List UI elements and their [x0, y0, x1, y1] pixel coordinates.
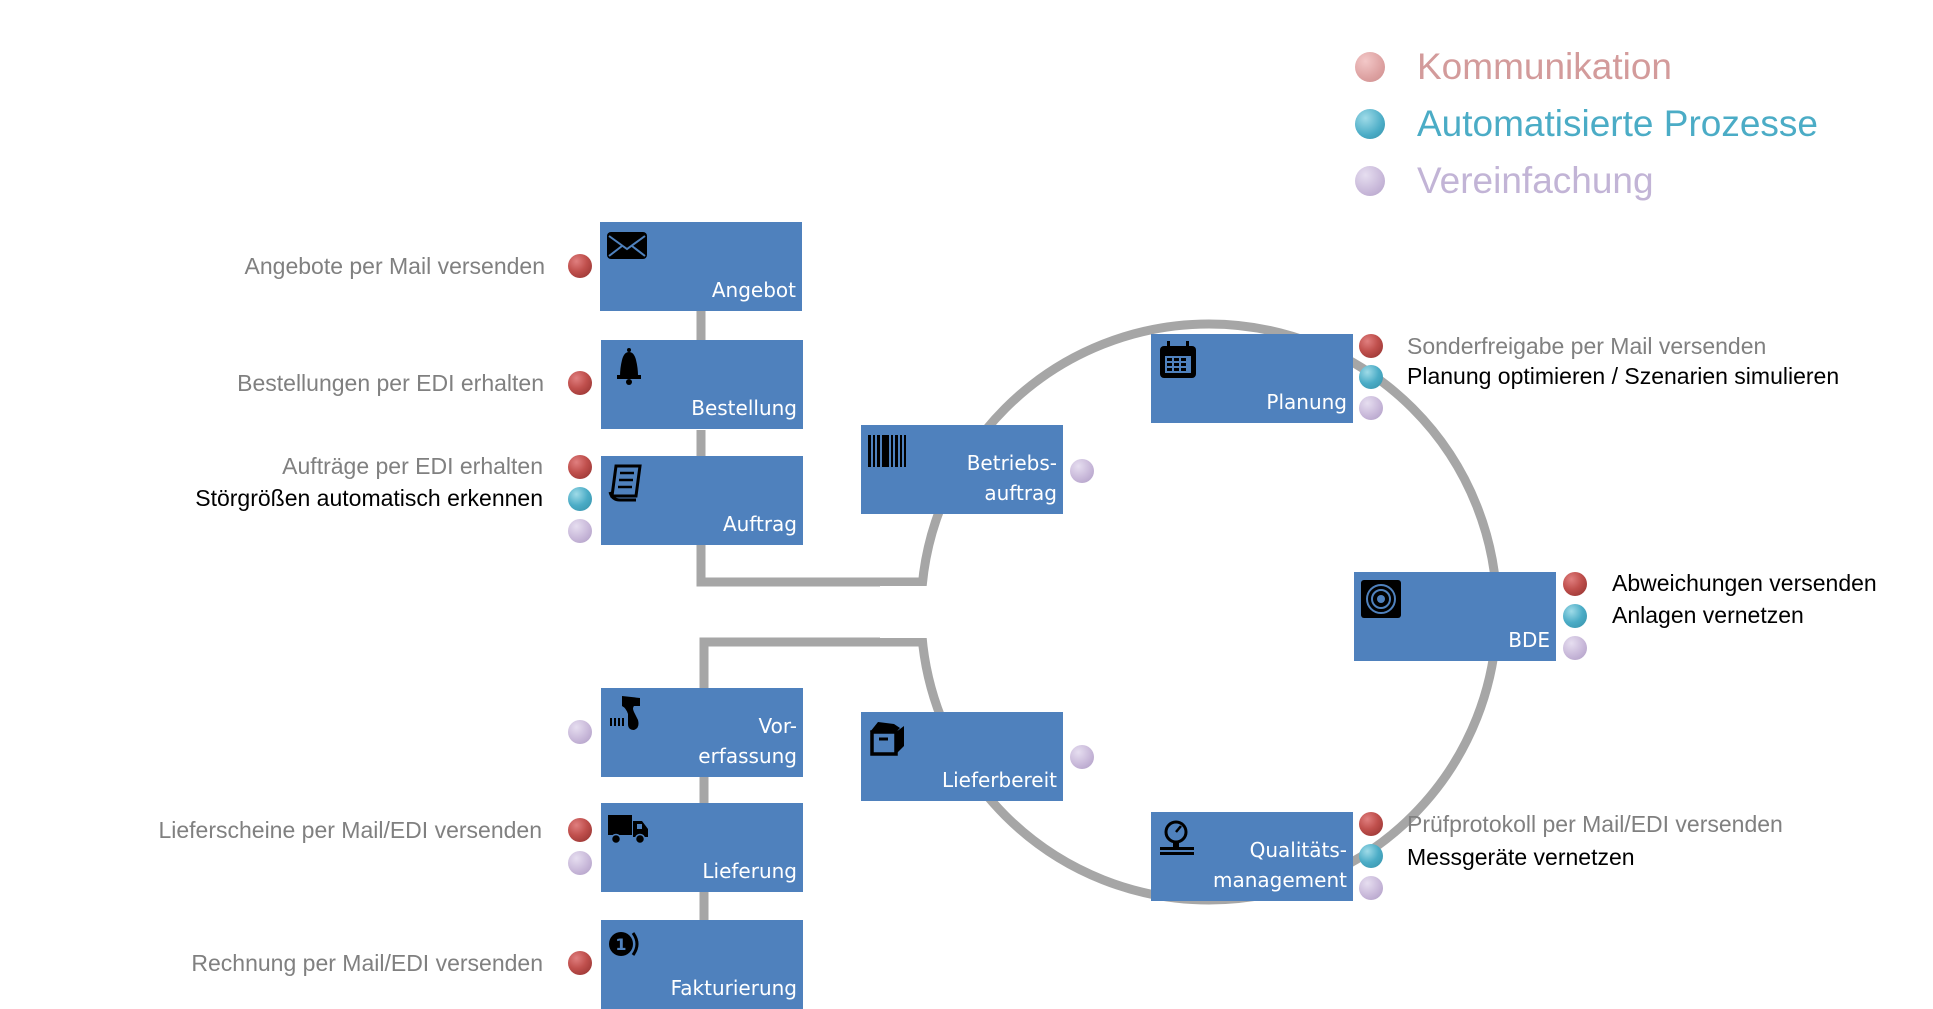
process-label: Auftrag: [722, 512, 797, 536]
calendar-icon: [1160, 341, 1196, 378]
note-text: Anlagen vernetzen: [1612, 602, 1804, 628]
note-text: Störgrößen automatisch erkennen: [195, 485, 543, 511]
dot-vereinfachung: [568, 851, 592, 875]
dot-vereinfachung: [1563, 636, 1587, 660]
legend-label-vereinfachung: Vereinfachung: [1417, 160, 1654, 201]
process-label: Bestellung: [691, 396, 797, 420]
dot-kommunikation: [568, 818, 592, 842]
legend-dot-automatisierung: [1355, 109, 1385, 139]
bell-icon: [617, 348, 641, 385]
dot-kommunikation: [568, 455, 592, 479]
process-box-auftrag[interactable]: Auftrag: [601, 456, 803, 545]
note-text: Prüfprotokoll per Mail/EDI versenden: [1407, 811, 1783, 837]
target-signal-icon: [1361, 580, 1401, 618]
legend-dot-kommunikation: [1355, 52, 1385, 82]
dot-kommunikation: [568, 951, 592, 975]
process-box-fakturierung[interactable]: 1 Fakturierung: [601, 920, 803, 1009]
dot-kommunikation: [568, 254, 592, 278]
note-text: Bestellungen per EDI erhalten: [237, 370, 544, 396]
envelope-icon: [607, 232, 647, 259]
process-label: Angebot: [711, 278, 796, 302]
process-label: Fakturierung: [670, 976, 797, 1000]
note-text: Aufträge per EDI erhalten: [282, 453, 543, 479]
process-label: Vor- erfassung: [698, 714, 797, 768]
barcode-scanner-icon: [610, 696, 640, 730]
process-box-qualitaetsmanagement[interactable]: Qualitäts- management: [1151, 812, 1353, 901]
process-box-bestellung[interactable]: Bestellung: [601, 340, 803, 429]
note-text: Angebote per Mail versenden: [244, 253, 545, 279]
barcode-icon: [868, 435, 906, 467]
dot-automatisierung: [1359, 844, 1383, 868]
dot-vereinfachung: [1359, 876, 1383, 900]
process-box-planung[interactable]: Planung: [1151, 334, 1353, 423]
dot-kommunikation: [568, 371, 592, 395]
process-box-lieferung[interactable]: Lieferung: [601, 803, 803, 892]
dot-automatisierung: [1563, 604, 1587, 628]
dot-kommunikation: [1359, 334, 1383, 358]
dot-vereinfachung: [1070, 745, 1094, 769]
dot-automatisierung: [1359, 365, 1383, 389]
note-text: Lieferscheine per Mail/EDI versenden: [158, 817, 542, 843]
process-box-lieferbereit[interactable]: Lieferbereit: [861, 712, 1063, 801]
note-text: Planung optimieren / Szenarien simuliere…: [1407, 363, 1840, 389]
truck-icon: [608, 815, 648, 845]
note-text: Abweichungen versenden: [1612, 570, 1877, 596]
gauge-icon: [1160, 820, 1194, 855]
note-text: Rechnung per Mail/EDI versenden: [191, 950, 543, 976]
box-icon: [870, 722, 904, 756]
process-box-betriebsauftrag[interactable]: Betriebs- auftrag: [861, 425, 1063, 514]
svg-text:1: 1: [615, 935, 626, 954]
dot-kommunikation: [1563, 572, 1587, 596]
dot-vereinfachung: [568, 720, 592, 744]
process-label: Qualitäts- management: [1213, 838, 1347, 892]
note-text: Messgeräte vernetzen: [1407, 844, 1635, 870]
dot-vereinfachung: [568, 519, 592, 543]
process-label: Lieferbereit: [941, 768, 1057, 792]
dot-kommunikation: [1359, 812, 1383, 836]
dot-vereinfachung: [1070, 459, 1094, 483]
legend-dot-vereinfachung: [1355, 166, 1385, 196]
process-label: Lieferung: [702, 859, 797, 883]
process-box-vorerfassung[interactable]: Vor- erfassung: [601, 688, 803, 777]
process-label: Betriebs- auftrag: [966, 451, 1057, 505]
dot-automatisierung: [568, 487, 592, 511]
legend-label-kommunikation: Kommunikation: [1417, 46, 1673, 87]
document-list-icon: [608, 464, 642, 502]
coin-icon: 1: [609, 932, 639, 956]
process-label: BDE: [1508, 628, 1550, 652]
dot-vereinfachung: [1359, 396, 1383, 420]
legend-label-automatisierung: Automatisierte Prozesse: [1417, 103, 1819, 144]
process-label: Planung: [1266, 390, 1347, 414]
connector-auftrag-cycle: [696, 545, 924, 587]
process-box-angebot[interactable]: Angebot: [600, 222, 802, 311]
note-text: Sonderfreigabe per Mail versenden: [1407, 333, 1767, 359]
connector-cycle-vorerfassung: [699, 637, 924, 688]
process-box-bde[interactable]: BDE: [1354, 572, 1556, 661]
